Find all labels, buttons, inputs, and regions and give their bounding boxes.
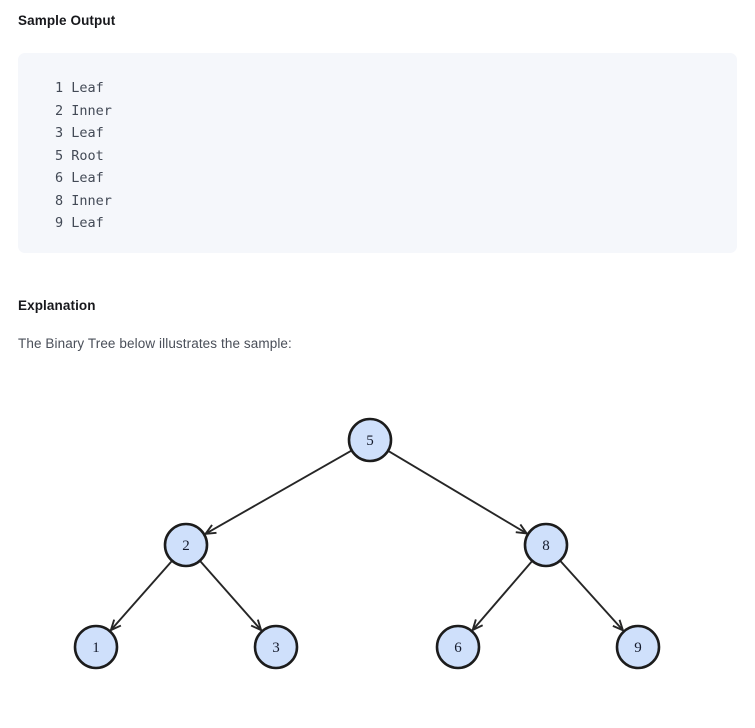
tree-edge-arrowhead [612,619,625,633]
tree-edge [205,450,352,535]
code-line: 8 Inner [55,192,112,209]
tree-node-3: 3 [253,624,299,670]
tree-node-1: 1 [73,624,119,670]
tree-node-6: 6 [435,624,481,670]
tree-node-circle [435,624,481,670]
tree-node-label: 8 [542,538,550,554]
tree-edge-arrowhead [515,523,529,535]
code-line: 3 Leaf [55,125,104,141]
explanation-heading: Explanation [18,298,96,313]
code-line: 9 Leaf [55,215,104,231]
tree-edge [199,560,262,631]
explanation-text: The Binary Tree below illustrates the sa… [18,336,292,351]
tree-edge-arrowhead [203,524,217,536]
code-line: 2 Inner [55,102,112,119]
tree-node-circle [347,417,393,463]
tree-node-label: 1 [92,640,100,656]
tree-edge [388,450,528,535]
code-line: 6 Leaf [55,170,104,186]
tree-node-circle [615,624,661,670]
tree-node-label: 6 [454,640,462,656]
binary-tree-diagram: 5 2 8 1 3 6 9 [0,380,755,728]
tree-edge [560,560,624,631]
tree-edge-arrowhead [471,619,484,632]
tree-nodes: 5 2 8 1 3 6 9 [73,417,661,670]
tree-node-5: 5 [347,417,393,463]
tree-node-label: 5 [366,433,374,449]
code-line: 5 Root [55,147,104,164]
tree-node-circle [523,522,569,568]
tree-node-label: 2 [182,538,190,554]
tree-edge [471,561,533,631]
code-line: 1 Leaf [55,80,104,96]
tree-node-circle [253,624,299,670]
tree-node-circle [163,522,209,568]
tree-node-label: 9 [634,640,642,656]
tree-edges [109,450,625,633]
tree-node-9: 9 [615,624,661,670]
tree-node-label: 3 [272,640,280,656]
sample-output-code-block: 1 Leaf 2 Inner 3 Leaf 5 Root 6 Leaf 8 In… [18,53,737,253]
tree-edge-arrowhead [109,619,122,632]
sample-output-heading: Sample Output [18,13,116,28]
tree-node-circle [73,624,119,670]
tree-node-8: 8 [523,522,569,568]
tree-edge [110,560,173,631]
tree-edge-arrowhead [250,619,263,632]
tree-node-2: 2 [163,522,209,568]
binary-tree-svg: 5 2 8 1 3 6 9 [73,417,661,670]
